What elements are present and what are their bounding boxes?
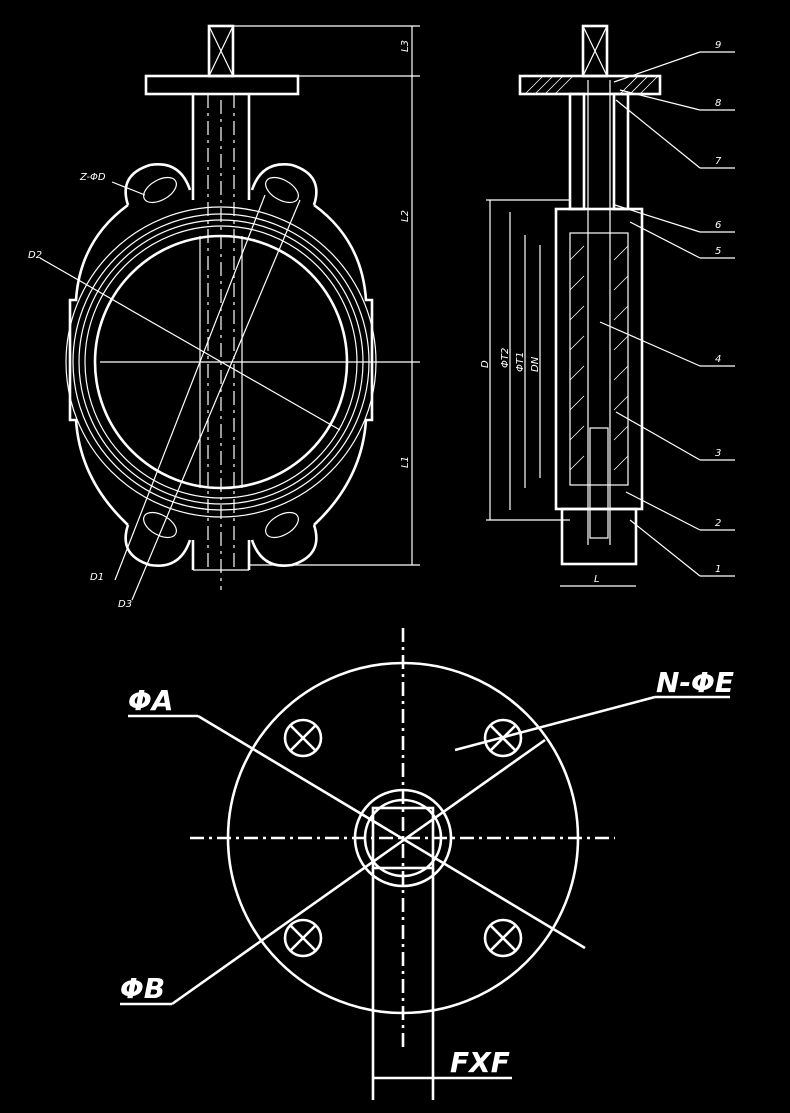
body-outline-right xyxy=(313,203,374,526)
side-top-flange-hatch xyxy=(524,75,659,95)
lug-ear-bottom-left xyxy=(124,524,192,568)
part-5-label: 5 xyxy=(715,246,721,257)
bolt-hole-tl xyxy=(283,718,323,758)
side-body xyxy=(554,207,644,511)
n-phi-e-label: N-ΦE xyxy=(656,666,734,699)
part-4-label: 4 xyxy=(715,354,721,365)
side-bottom-boss xyxy=(560,507,638,566)
lug-ear-top-left xyxy=(124,162,192,206)
t1-label: ΦT1 xyxy=(515,352,526,372)
d2-label: D2 xyxy=(28,250,42,261)
d1-label: D1 xyxy=(90,572,104,583)
l1-label: L1 xyxy=(400,456,411,468)
bolt-hole-br xyxy=(483,918,523,958)
part-8-label: 8 xyxy=(715,98,721,109)
l2-label: L2 xyxy=(400,210,411,222)
phi-b-leader xyxy=(171,738,546,1006)
z-holes-label: Z-ΦD xyxy=(79,172,106,183)
lug-ear-top-right xyxy=(250,162,318,206)
bolt-hole-bottom-right xyxy=(265,511,299,539)
z-holes-leader xyxy=(111,181,146,196)
bolt-hole-bl xyxy=(283,918,323,958)
d2-leader xyxy=(39,257,341,431)
d1-leader xyxy=(114,194,266,581)
d-label: D xyxy=(480,360,491,368)
side-top-flange xyxy=(518,74,662,96)
side-bottom-pin xyxy=(589,427,609,539)
bolt-hole-tr xyxy=(483,718,523,758)
bolt-hole-top-right xyxy=(265,176,299,204)
side-disc xyxy=(569,232,629,486)
part-7-label: 7 xyxy=(715,156,722,167)
phi-b-label: ΦB xyxy=(120,972,165,1005)
phi-a-label: ΦA xyxy=(128,684,173,717)
side-body-hatch xyxy=(569,245,629,471)
bolt-hole-top-left xyxy=(143,176,177,204)
phi-a-leader xyxy=(197,714,586,950)
side-neck-wall-right xyxy=(612,92,630,211)
side-neck-wall-left xyxy=(568,92,586,211)
part-9-label: 9 xyxy=(715,40,721,51)
flange-boss-outer xyxy=(353,788,453,888)
d3-label: D3 xyxy=(118,599,132,610)
l-label: L xyxy=(594,574,600,585)
t2-label: ΦT2 xyxy=(500,348,511,368)
l3-label: L3 xyxy=(400,40,411,52)
dn-label: DN xyxy=(530,356,541,372)
flange-view: ΦA ΦB N-ΦE FXF xyxy=(120,628,734,1100)
part-6-label: 6 xyxy=(715,220,721,231)
part-2-label: 2 xyxy=(715,518,721,529)
d3-leader xyxy=(131,199,301,601)
part-leaders xyxy=(599,51,735,577)
stem-square-socket xyxy=(371,806,435,870)
side-view: L D ΦT2 ΦT1 DN 9 8 7 6 5 4 3 2 1 xyxy=(480,24,735,587)
front-view: D2 Z-ΦD D1 D3 L3 L2 L1 xyxy=(28,24,420,610)
top-flange-plate xyxy=(144,74,300,96)
stem-square-side-diagonal-b xyxy=(582,25,608,77)
bolt-hole-bottom-left xyxy=(143,511,177,539)
part-1-label: 1 xyxy=(715,564,721,575)
n-phi-e-leader xyxy=(454,695,656,752)
stem-square-diagonal-b xyxy=(208,25,234,77)
part-3-label: 3 xyxy=(715,448,721,459)
fxf-label: FXF xyxy=(450,1046,510,1079)
lug-ear-bottom-right xyxy=(250,524,318,568)
flange-boss-inner xyxy=(363,798,443,878)
body-outline-left xyxy=(68,203,129,526)
